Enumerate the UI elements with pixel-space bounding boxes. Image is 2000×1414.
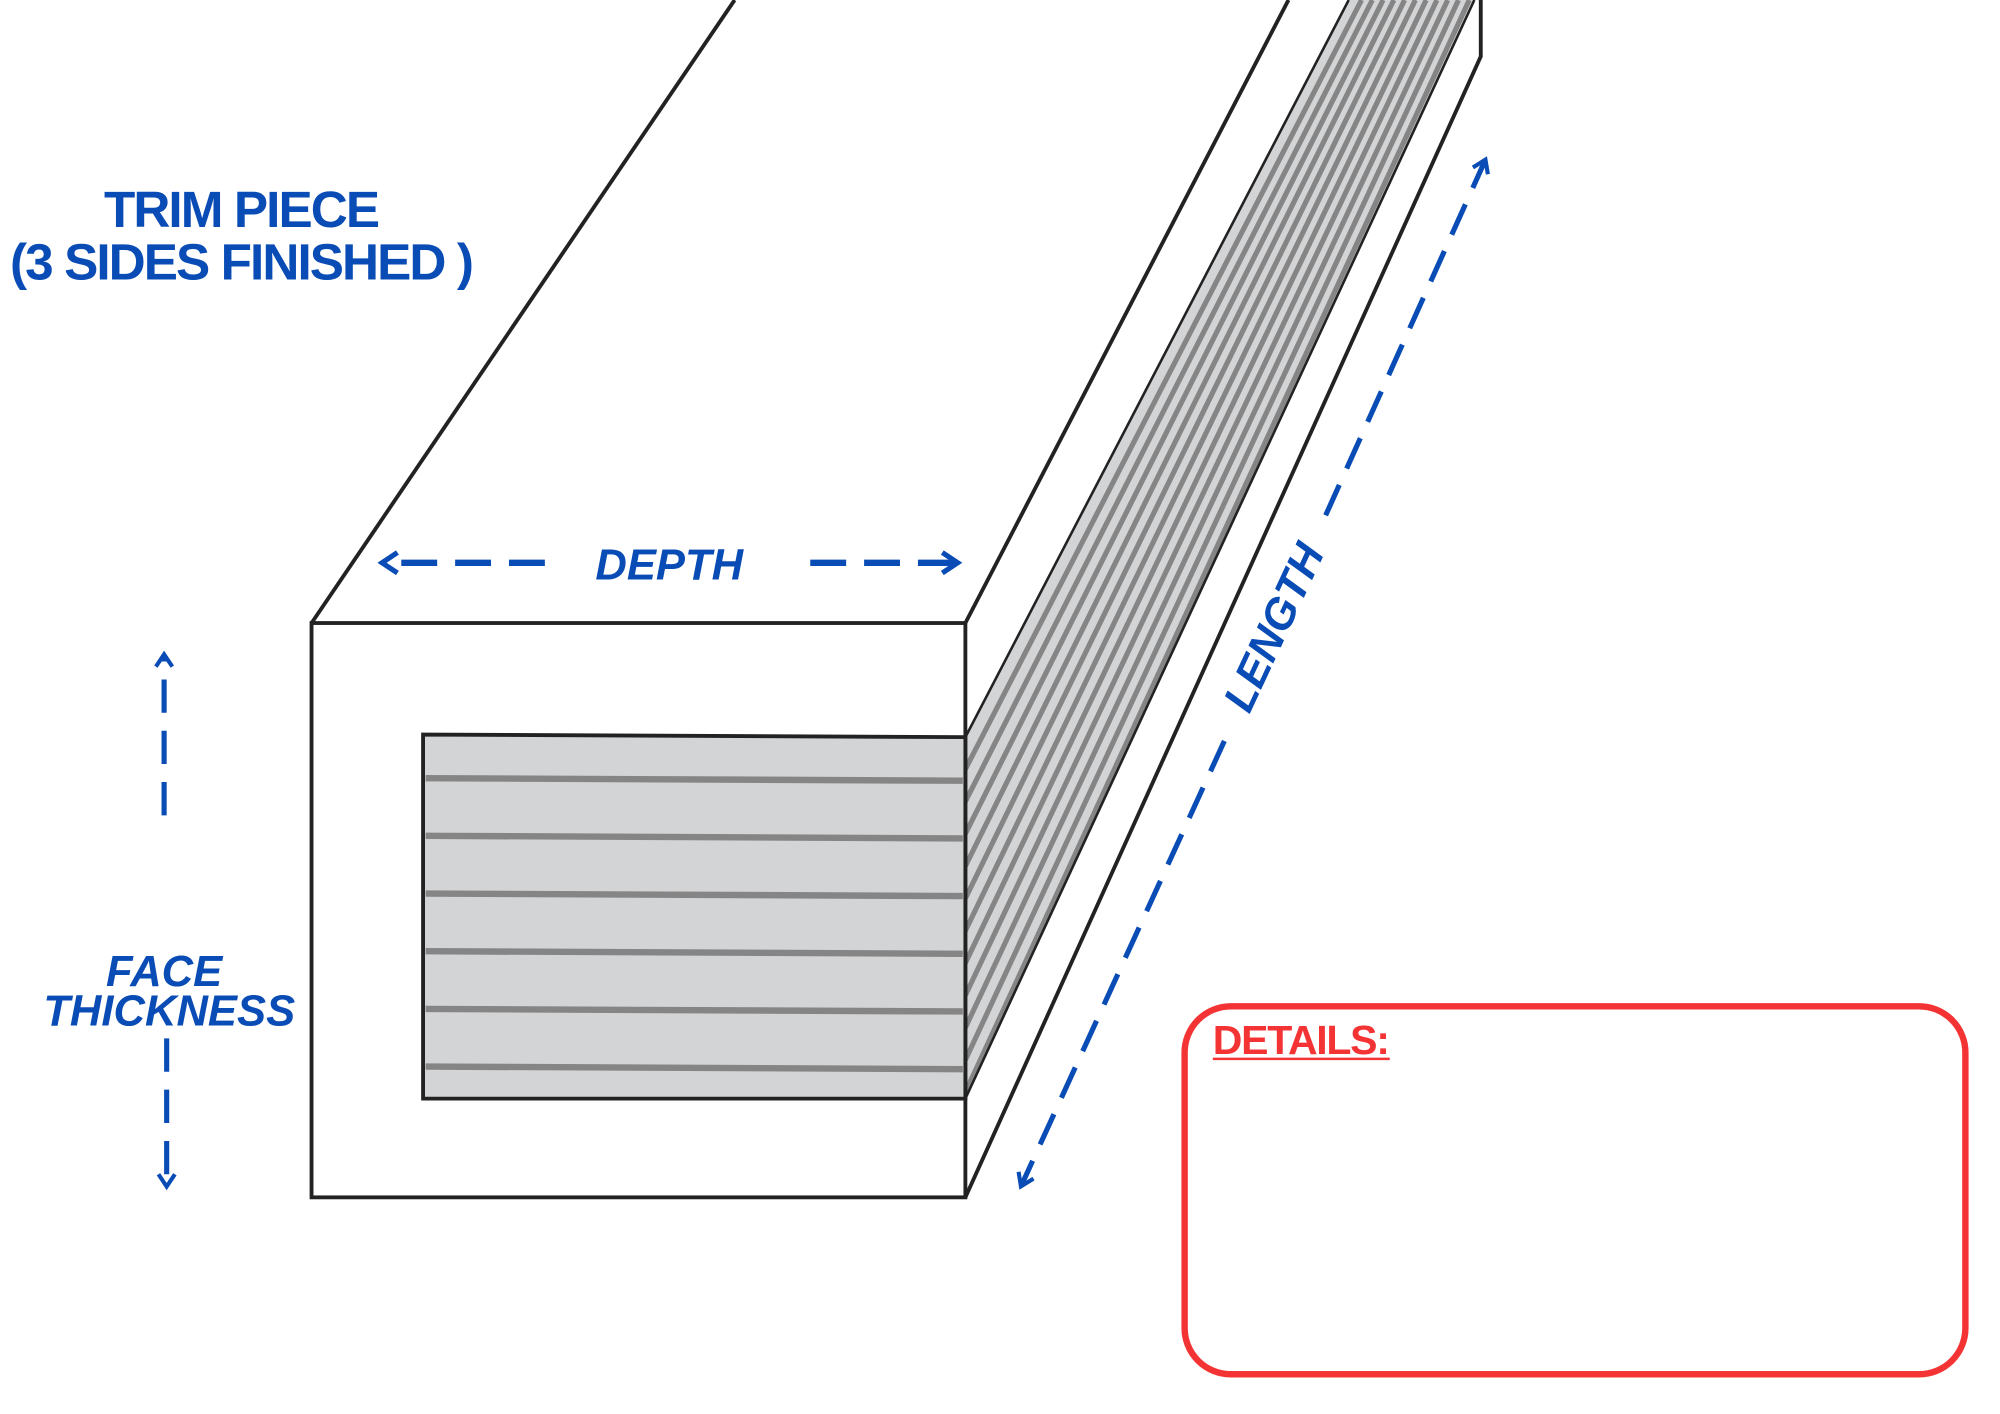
length-arrow-down [1016, 739, 1227, 1190]
side-groove-line [963, 0, 1461, 1062]
top-right-edge [963, 0, 1291, 624]
side-inner-edge [964, 0, 1350, 738]
length-arrow-up [1323, 156, 1490, 517]
face-label: FACE [106, 948, 224, 996]
title-line-2: (3 SIDES FINISHED ) [10, 233, 472, 290]
front-groove-line [425, 890, 963, 900]
side-groove-line [963, 0, 1364, 771]
side-groove-line [963, 0, 1451, 1029]
side-groove-line [963, 0, 1429, 965]
side-groove-line [963, 0, 1472, 1094]
front-groove-line [425, 948, 963, 957]
front-groove-line [425, 774, 963, 784]
side-groove-line [963, 0, 1440, 997]
front-groove-line [425, 832, 963, 842]
side-bottom-edge [964, 0, 1476, 1100]
details-box[interactable] [1181, 1003, 1969, 1378]
details-heading: DETAILS: [1213, 1017, 1389, 1063]
front-groove-line [425, 1063, 963, 1073]
front-finished-face [421, 732, 968, 1101]
side-grooves [963, 0, 1472, 1094]
thickness-label: THICKNESS [43, 988, 295, 1036]
side-groove-line [963, 0, 1375, 803]
side-groove-line [963, 0, 1386, 835]
side-groove-line [963, 0, 1407, 900]
top-left-edge [309, 0, 737, 625]
side-groove-line [963, 0, 1418, 932]
front-groove-line [425, 1005, 963, 1015]
depth-label: DEPTH [595, 541, 744, 589]
back-edge [963, 0, 1483, 1199]
front-grooves [425, 774, 963, 1073]
length-label: LENGTH [1215, 535, 1335, 719]
title-line-1: TRIM PIECE [104, 181, 379, 238]
side-groove-line [963, 0, 1397, 868]
